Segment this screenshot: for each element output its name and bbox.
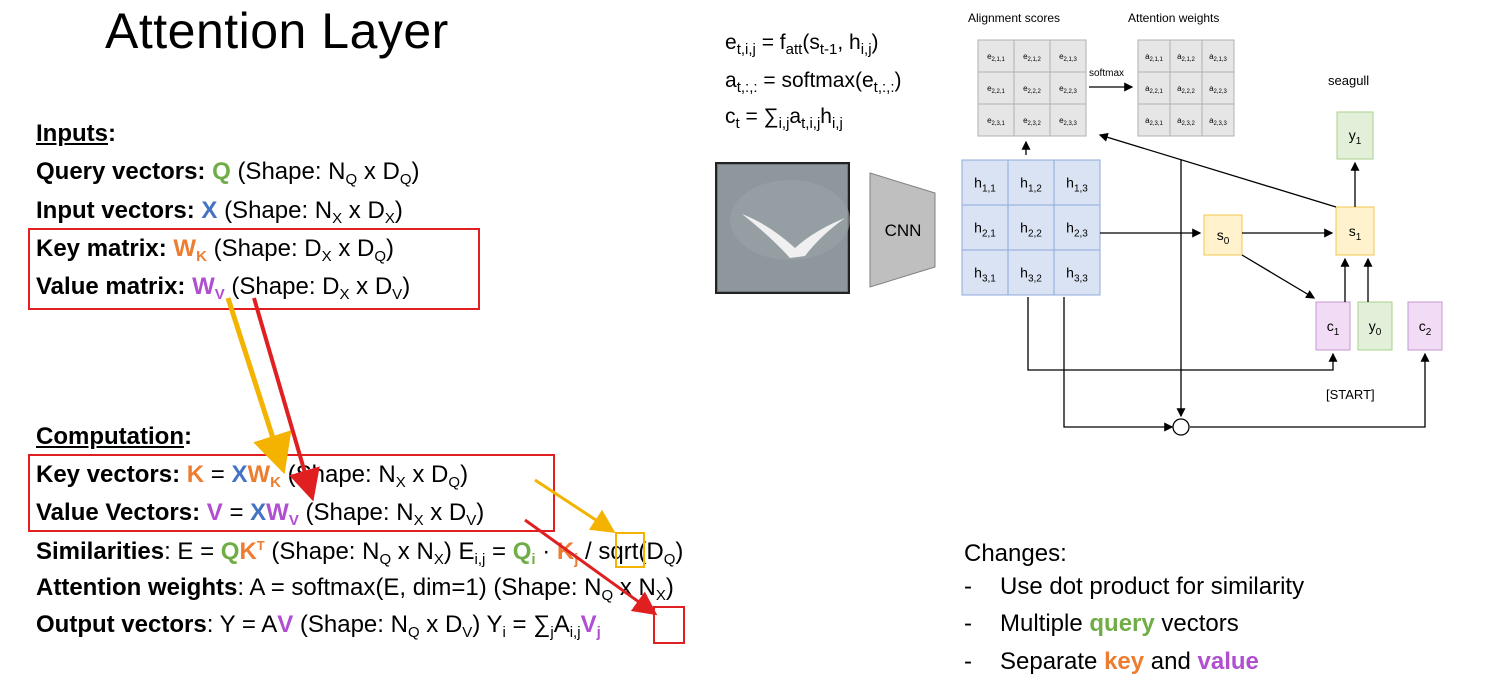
e-cell-label: e2,2,3 xyxy=(1059,84,1077,95)
e-cell xyxy=(1013,71,1051,105)
a-cell xyxy=(1201,71,1235,105)
softmax-label: softmax xyxy=(1089,68,1125,79)
a-cell xyxy=(1169,39,1203,73)
c1-box: c1 xyxy=(1315,301,1351,351)
a-cell xyxy=(1137,39,1171,73)
a-cell-label: a2,3,1 xyxy=(1145,116,1163,127)
e-cell xyxy=(1013,103,1051,137)
h-cell xyxy=(1053,249,1101,296)
a-cell-label: a2,2,1 xyxy=(1145,84,1163,95)
alignment-scores-title: Alignment scores xyxy=(968,11,1061,25)
computation-heading: Computation: xyxy=(36,423,192,450)
h-cell-label: h2,1 xyxy=(974,220,996,240)
h-cell xyxy=(1007,204,1055,251)
a-cell xyxy=(1169,103,1203,137)
h-cell-label: h3,3 xyxy=(1066,265,1088,285)
seagull-image xyxy=(715,162,850,294)
seagull-label: seagull xyxy=(1328,73,1370,88)
e-cell-label: e2,1,2 xyxy=(1023,52,1041,63)
h-cell xyxy=(961,204,1009,251)
arrow-wv-to-value xyxy=(252,297,320,502)
cnn-label: CNN xyxy=(885,221,922,240)
kj-highlight-box xyxy=(615,532,645,568)
e-cell xyxy=(977,39,1015,73)
output-vectors-line: Output vectors: Y = AV (Shape: NQ x DV) … xyxy=(36,611,601,641)
e-cell-label: e2,2,2 xyxy=(1023,84,1041,95)
h-cell-label: h1,2 xyxy=(1020,175,1042,195)
e-cell xyxy=(977,103,1015,137)
e-cell xyxy=(977,71,1015,105)
a-cell-label: a2,3,2 xyxy=(1177,116,1195,127)
equation-a: at,:,: = softmax(et,:,:) xyxy=(725,69,902,96)
vj-highlight-box xyxy=(653,606,685,644)
inputs-heading: Inputs: xyxy=(36,120,116,147)
e-cell xyxy=(1049,103,1087,137)
key-matrix-line: Key matrix: WK (Shape: DX x DQ) xyxy=(36,235,394,265)
e-cell-label: e2,3,1 xyxy=(987,116,1005,127)
h-cell-label: h1,3 xyxy=(1066,175,1088,195)
equation-c: ct = ∑i,jat,i,jhi,j xyxy=(725,105,843,132)
h-cell xyxy=(1053,204,1101,251)
y1-box: y1 xyxy=(1336,111,1374,160)
change-item-1: -Use dot product for similarity xyxy=(964,573,1305,600)
h-cell xyxy=(1053,159,1101,206)
a-cell-label: a2,3,3 xyxy=(1209,116,1227,127)
s0-box: s0 xyxy=(1203,214,1243,256)
e-cell xyxy=(1049,39,1087,73)
value-vectors-line: Value Vectors: V = XWV (Shape: NX x DV) xyxy=(36,499,485,529)
feature-grid: h1,1 h1,2 h1,3 h2,1 h2,2 h2,3 h3,1 h3,2 h3,3 xyxy=(961,159,1101,296)
attention-grid: a2,1,1 a2,1,2 a2,1,3 a2,2,1 a2,2,2 a2,2,3 a2,3… xyxy=(1137,39,1235,137)
e-cell-label: e2,1,3 xyxy=(1059,52,1077,63)
h-cell xyxy=(1007,159,1055,206)
a-cell xyxy=(1201,103,1235,137)
value-matrix-line: Value matrix: WV (Shape: DX x DV) xyxy=(36,273,411,303)
alignment-grid: e2,1,1 e2,1,2 e2,1,3 e2,2,1 e2,2,2 e2,2,3 e2,3… xyxy=(977,39,1087,137)
a-cell-label: a2,2,2 xyxy=(1177,84,1195,95)
arrow-k-to-kj xyxy=(534,478,616,533)
y0-box: y0 xyxy=(1357,301,1393,351)
a-cell-label: a2,1,1 xyxy=(1145,52,1163,63)
a-cell-label: a2,2,3 xyxy=(1209,84,1227,95)
a-cell-label: a2,1,3 xyxy=(1209,52,1227,63)
query-vectors-line: Query vectors: Q (Shape: NQ x DQ) xyxy=(36,158,420,188)
slide-title: Attention Layer xyxy=(105,3,449,59)
h-cell-label: h3,2 xyxy=(1020,265,1042,285)
arrow-v-to-vj xyxy=(524,518,658,616)
a-cell xyxy=(1137,71,1171,105)
a-cell xyxy=(1137,103,1171,137)
e-cell-label: e2,3,3 xyxy=(1059,116,1077,127)
change-item-2: -Multiple query vectors xyxy=(964,610,1239,637)
a-cell-label: a2,1,2 xyxy=(1177,52,1195,63)
c2-box: c2 xyxy=(1407,301,1443,351)
h-cell-label: h2,3 xyxy=(1066,220,1088,240)
h-cell xyxy=(961,159,1009,206)
e-cell-label: e2,3,2 xyxy=(1023,116,1041,127)
h-cell xyxy=(1007,249,1055,296)
a-cell xyxy=(1169,71,1203,105)
h-cell-label: h2,2 xyxy=(1020,220,1042,240)
start-label: [START] xyxy=(1326,387,1375,402)
equation-e: et,i,j = fatt(st-1, hi,j) xyxy=(725,31,879,58)
e-cell xyxy=(1013,39,1051,73)
attention-weights-title: Attention weights xyxy=(1128,11,1220,25)
attention-weights-line: Attention weights: A = softmax(E, dim=1)… xyxy=(36,574,674,604)
arrow-wk-to-key xyxy=(225,297,292,475)
e-cell-label: e2,2,1 xyxy=(987,84,1005,95)
change-item-3: -Separate key and value xyxy=(964,648,1259,675)
a-cell xyxy=(1201,39,1235,73)
matrix-highlight-box xyxy=(28,228,480,310)
s1-box: s1 xyxy=(1335,206,1375,256)
diagram-connectors xyxy=(1021,82,1430,436)
h-cell-label: h3,1 xyxy=(974,265,996,285)
changes-heading: Changes: xyxy=(964,540,1067,567)
input-vectors-line: Input vectors: X (Shape: NX x DX) xyxy=(36,197,403,227)
e-cell xyxy=(1049,71,1087,105)
cnn-block xyxy=(869,172,936,288)
e-cell-label: e2,1,1 xyxy=(987,52,1005,63)
h-cell-label: h1,1 xyxy=(974,175,996,195)
h-cell xyxy=(961,249,1009,296)
